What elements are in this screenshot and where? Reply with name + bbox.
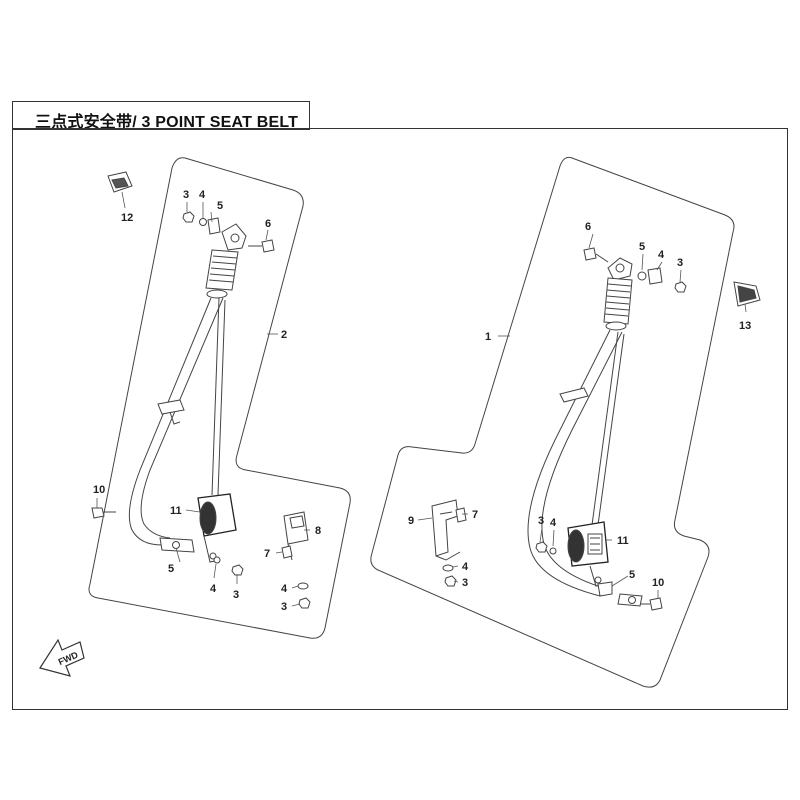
right-group-outline	[370, 156, 735, 688]
callout-1: 1	[485, 331, 491, 343]
callout-13: 13	[739, 320, 751, 332]
left-belt-assembly	[91, 211, 311, 609]
right-nut-3-bracket	[444, 575, 457, 587]
right-washer-4-bracket	[442, 564, 454, 572]
right-nut-3-mid	[535, 541, 548, 553]
left-lower-anchor	[159, 537, 195, 553]
left-bolt-6	[248, 239, 275, 253]
right-bolt-7	[455, 507, 467, 523]
callout-5: 5	[639, 241, 645, 253]
title-box: 三点式安全带/ 3 POINT SEAT BELT	[12, 101, 310, 131]
callout-7: 7	[472, 509, 478, 521]
callout-3: 3	[677, 257, 683, 269]
right-height-adjuster	[603, 277, 633, 325]
left-bolt-10	[91, 507, 116, 519]
leader-lines	[96, 191, 747, 607]
callout-5: 5	[168, 563, 174, 575]
right-lower-anchor	[617, 593, 643, 607]
callout-6: 6	[585, 221, 591, 233]
left-group-outline	[88, 157, 351, 639]
right-plate-4-top	[647, 267, 663, 285]
right-bolt-10	[640, 597, 663, 611]
right-nut-3-top	[674, 281, 687, 293]
right-bolt-6	[583, 247, 609, 263]
callout-3: 3	[233, 589, 239, 601]
right-plate-5-low	[597, 581, 613, 597]
left-washer-4-low	[213, 556, 221, 564]
callout-9: 9	[408, 515, 414, 527]
left-plate-5-top	[207, 217, 221, 235]
right-washer-5-top	[637, 271, 647, 281]
callout-4: 4	[462, 561, 469, 573]
callout-4: 4	[199, 189, 206, 201]
callout-6: 6	[265, 218, 271, 230]
callout-11: 11	[617, 535, 629, 547]
callout-4: 4	[658, 249, 665, 261]
right-belt-assembly	[431, 247, 687, 611]
right-washer-4-mid	[549, 547, 557, 555]
callout-10: 10	[93, 484, 105, 496]
callout-3: 3	[538, 515, 544, 527]
left-nut-3-low	[231, 564, 244, 576]
callout-11: 11	[170, 505, 182, 517]
left-washer-4-top	[199, 218, 207, 226]
left-bolt-7	[281, 545, 293, 559]
diagram-title: 三点式安全带/ 3 POINT SEAT BELT	[35, 114, 299, 131]
callout-4: 4	[281, 583, 288, 595]
trim-cover-13	[733, 281, 761, 307]
callout-12: 12	[121, 212, 133, 224]
callout-4: 4	[210, 583, 217, 595]
callout-5: 5	[629, 569, 635, 581]
left-retractor	[197, 493, 237, 563]
left-height-adjuster	[205, 249, 239, 291]
left-washer-4-buckle	[297, 582, 309, 590]
diagram-frame	[12, 128, 788, 710]
right-bracket-9	[431, 499, 461, 561]
callout-3: 3	[462, 577, 468, 589]
callout-3: 3	[183, 189, 189, 201]
callout-numbers: 3 4 5 6 12 2 10 11 5 4 3 7 8 4 3 6 5 4 3…	[93, 189, 751, 613]
callout-4: 4	[550, 517, 557, 529]
left-belt-tongue	[157, 399, 185, 415]
callout-8: 8	[315, 525, 321, 537]
left-nut-3-buckle	[298, 597, 311, 609]
fwd-arrow-icon: FWD	[39, 638, 85, 677]
left-nut-3-top	[182, 211, 195, 223]
trim-cover-12	[107, 171, 133, 193]
callout-10: 10	[652, 577, 664, 589]
callout-5: 5	[217, 200, 223, 212]
callout-3: 3	[281, 601, 287, 613]
callout-2: 2	[281, 329, 287, 341]
callout-7: 7	[264, 548, 270, 560]
